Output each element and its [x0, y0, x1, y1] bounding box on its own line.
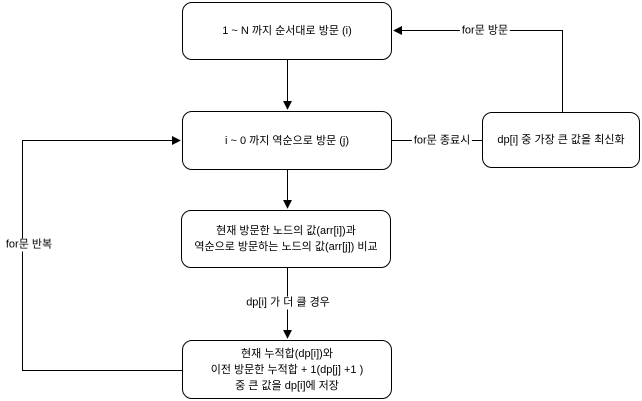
edge-store-to-reverse-loop	[22, 136, 182, 371]
node-compare-values-line-2: 역순으로 방문하는 노드의 값(arr[j]) 비교	[194, 241, 378, 253]
edge-label-dp-greater: dp[i] 가 더 클 경우	[244, 296, 332, 310]
node-store-max-line-3: 중 큰 값을 dp[i]에 저장	[235, 379, 339, 392]
node-visit-reverse: i ~ 0 까지 역순으로 방문 (j)	[182, 111, 392, 170]
node-visit-forward-label: 1 ~ N 까지 순서대로 방문 (i)	[222, 25, 352, 37]
node-compare-values: 현재 방문한 노드의 값(arr[i])과 역순으로 방문하는 노드의 값(ar…	[181, 210, 391, 268]
node-update-max: dp[i] 중 가장 큰 값을 최신화	[482, 112, 640, 168]
node-compare-values-line-1: 현재 방문한 노드의 값(arr[i])과	[216, 225, 356, 237]
edge-update-to-forward	[393, 26, 563, 112]
node-update-max-label: dp[i] 중 가장 큰 값을 최신화	[497, 134, 625, 146]
edge-label-for-repeat: for문 반복	[3, 238, 55, 252]
edge-label-for-end: for문 종료시	[411, 134, 473, 148]
edge-label-for-visit: for문 방문	[459, 24, 511, 38]
node-visit-forward: 1 ~ N 까지 순서대로 방문 (i)	[182, 2, 392, 60]
node-store-max-line-2: 이전 방문한 누적합 + 1(dp[j] +1 )	[210, 363, 364, 376]
node-store-max-line-1: 현재 누적합(dp[i])와	[241, 347, 333, 360]
node-visit-reverse-label: i ~ 0 까지 역순으로 방문 (j)	[224, 134, 350, 147]
node-store-max: 현재 누적합(dp[i])와 이전 방문한 누적합 + 1(dp[j] +1 )…	[182, 340, 392, 399]
